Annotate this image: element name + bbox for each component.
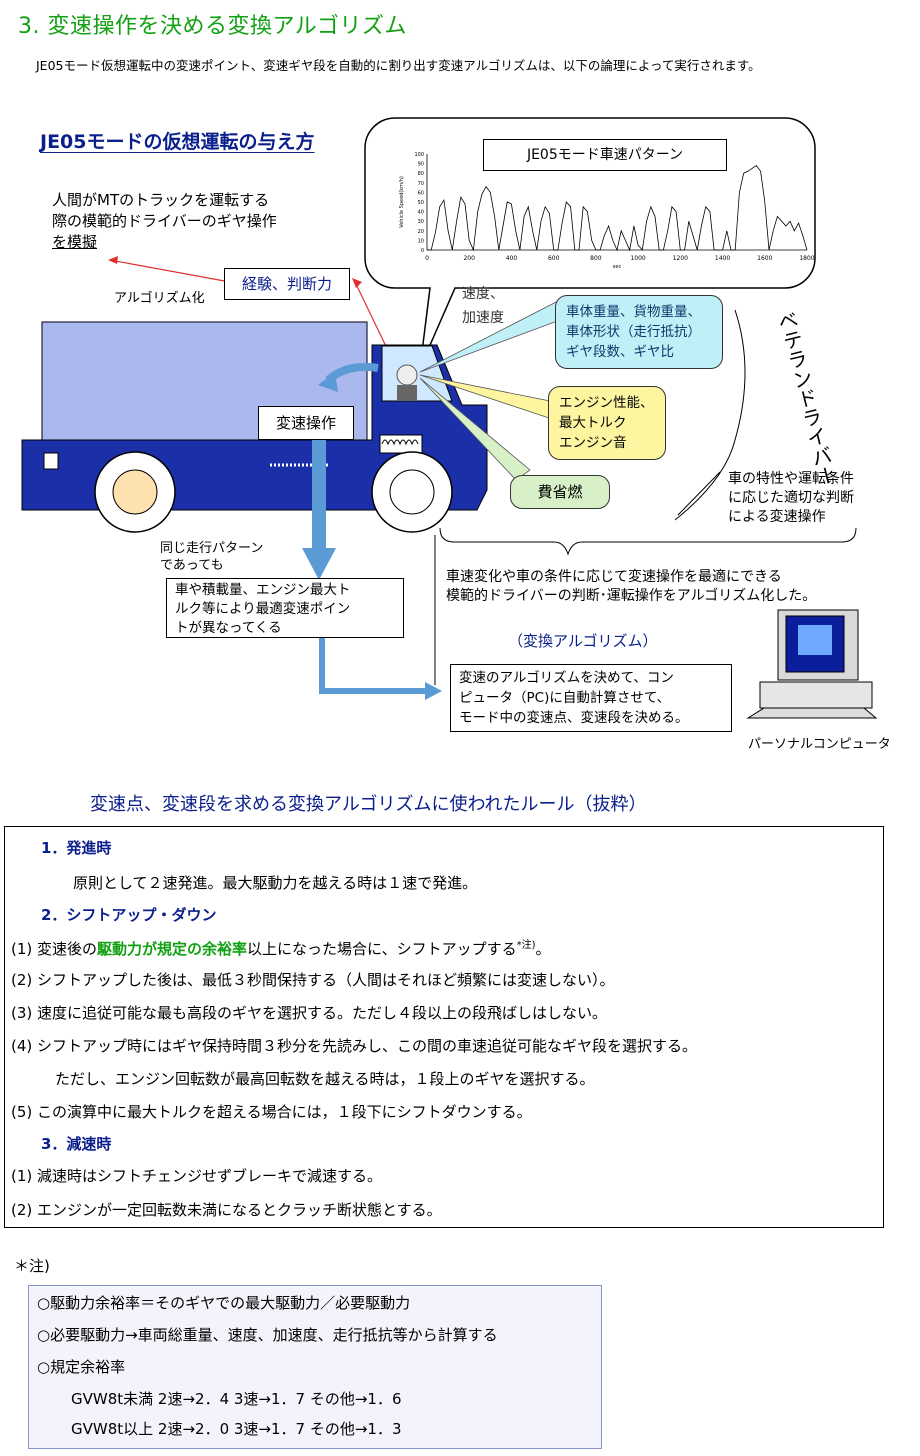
pc-text-box: 変速のアルゴリズムを決めて、コン ピュータ（PC)に自動計算させて、 モード中の… — [450, 664, 732, 732]
driver-icon — [396, 364, 418, 386]
chart-bubble — [364, 117, 816, 369]
diagram-title: JE05モードの仮想運転の与え方 — [40, 131, 315, 153]
note-line-4: GVW8t未満 2速→2．4 3速→1．7 その他→1．6 — [71, 1390, 402, 1408]
rule-decel-1: (1) 減速時はシフトチェンジせずブレーキで減速する。 — [11, 1167, 383, 1185]
x-tick-label: 200 — [463, 255, 475, 262]
x-tick-label: 0 — [425, 255, 429, 262]
speed-series-line — [427, 164, 808, 252]
rule-shift-5: (5) この演算中に最大トルクを超える場合には，１段下にシフトダウンする。 — [11, 1103, 532, 1121]
judgement-text: 車の特性や運転条件 に応じた適切な判断 による変速操作 — [728, 471, 854, 525]
rules-title: 変速点、変速段を求める変換アルゴリズムに使われたルール（抜粋） — [90, 794, 647, 815]
pc-arrow — [425, 682, 442, 700]
note-line-1: ○駆動力余裕率＝そのギヤでの最大駆動力／必要駆動力 — [37, 1294, 411, 1312]
pc-label: パーソナルコンピュータ — [748, 737, 891, 752]
y-tick-label: 100 — [414, 152, 424, 158]
x-tick-label: 1800 — [799, 255, 814, 262]
human-text: 人間がMTのトラックを運転する 際の模範的ドライバーのギヤ操作 を模擬 — [52, 191, 277, 251]
note-label: ＊注) — [14, 1257, 50, 1275]
x-tick-label: 1000 — [630, 255, 645, 262]
y-tick-label: 20 — [418, 229, 424, 235]
x-tick-label: 1200 — [673, 255, 688, 262]
y-tick-label: 10 — [418, 238, 424, 244]
red-arrow-left — [109, 259, 231, 283]
y-tick-label: 70 — [418, 181, 424, 187]
rule-shift-4: (4) シフトアップ時にはギヤ保持時間３秒分を先読みし、この間の車速追従可能なギ… — [11, 1037, 698, 1055]
rule-decel-2: (2) エンジンが一定回転数未満になるとクラッチ断状態とする。 — [11, 1201, 442, 1219]
summary-brace — [439, 527, 857, 556]
x-tick-label: 400 — [506, 255, 518, 262]
engine-callout: エンジン性能、 最大トルク エンジン音 — [548, 386, 666, 460]
rule-start-text: 原則として２速発進。最大駆動力を越える時は１速で発進。 — [73, 874, 478, 892]
rule-shift-3: (3) 速度に追従可能な最も高段のギヤを選択する。ただし４段以上の段飛ばしはしな… — [11, 1004, 608, 1022]
y-tick-label: 80 — [418, 171, 424, 177]
x-tick-label: 800 — [590, 255, 602, 262]
x-tick-label: 1400 — [715, 255, 730, 262]
section-title: 3. 変速操作を決める変換アルゴリズム — [18, 14, 407, 39]
y-tick-label: 30 — [418, 219, 424, 225]
y-tick-label: 50 — [418, 200, 424, 206]
rule-shift-2: (2) シフトアップした後は、最低３秒間保持する（人間はそれほど頻繁には変速しな… — [11, 971, 615, 989]
rule-heading-decel: 3．減速時 — [41, 1135, 112, 1153]
speed-label: 速度、 加速度 — [462, 286, 504, 326]
rule-heading-start: 1．発進時 — [41, 839, 112, 857]
algo-label: アルゴリズム化 — [114, 291, 205, 306]
rule-shift-4b: ただし、エンジン回転数が最高回転数を越える時は，１段上のギヤを選択する。 — [55, 1070, 595, 1088]
fuel-callout: 費省燃 — [510, 475, 610, 509]
down-arrow — [312, 432, 326, 548]
chart-title: JE05モード車速パターン — [483, 139, 727, 171]
rule-shift-1: (1) 変速後の駆動力が規定の余裕率以上になった場合に、シフトアップする*注)。 — [11, 940, 551, 958]
conversion-algo-label: （変換アルゴリズム） — [508, 632, 658, 650]
x-tick-label: 600 — [548, 255, 560, 262]
rules-box: 1．発進時 原則として２速発進。最大駆動力を越える時は１速で発進。 2．シフトア… — [4, 826, 884, 1228]
note-line-2: ○必要駆動力→車両総重量、速度、加速度、走行抵抗等から計算する — [37, 1326, 498, 1344]
y-tick-label: 0 — [421, 248, 424, 254]
note-line-3: ○規定余裕率 — [37, 1358, 126, 1376]
y-tick-label: 40 — [418, 210, 424, 216]
x-tick-label: 1600 — [757, 255, 772, 262]
x-axis-label: sec — [613, 264, 622, 270]
intro-text: JE05モード仮想運転中の変速ポイント、変速ギヤ段を自動的に割り出す変速アルゴリ… — [36, 58, 761, 73]
note-line-5: GVW8t以上 2速→2．0 3速→1．7 その他→1．3 — [71, 1420, 402, 1438]
y-tick-label: 60 — [418, 190, 424, 196]
summary-text: 車速変化や車の条件に応じて変速操作を最適にできる 模範的ドライバーの判断･運転操… — [446, 569, 817, 604]
diagram-canvas — [21, 117, 878, 719]
shift-operation-box: 変速操作 — [258, 406, 354, 440]
same-pattern-text: 同じ走行パターン であっても — [160, 541, 264, 573]
y-tick-label: 90 — [418, 162, 424, 168]
y-axis-label: Vehicle Speed(km/h) — [399, 176, 405, 228]
pc-keyboard — [746, 707, 878, 719]
experience-box: 経験、判断力 — [224, 268, 350, 300]
difference-box: 車や積載量、エンジン最大ト ルク等により最適変速ポイン トが異なってくる — [166, 578, 404, 638]
note-box: ○駆動力余裕率＝そのギヤでの最大駆動力／必要駆動力 ○必要駆動力→車両総重量、速… — [28, 1285, 602, 1449]
rule-heading-shift: 2．シフトアップ・ダウン — [41, 906, 217, 924]
vehicle-spec-callout: 車体重量、貨物重量、 車体形状（走行抵抗） ギヤ段数、ギヤ比 — [555, 295, 723, 369]
